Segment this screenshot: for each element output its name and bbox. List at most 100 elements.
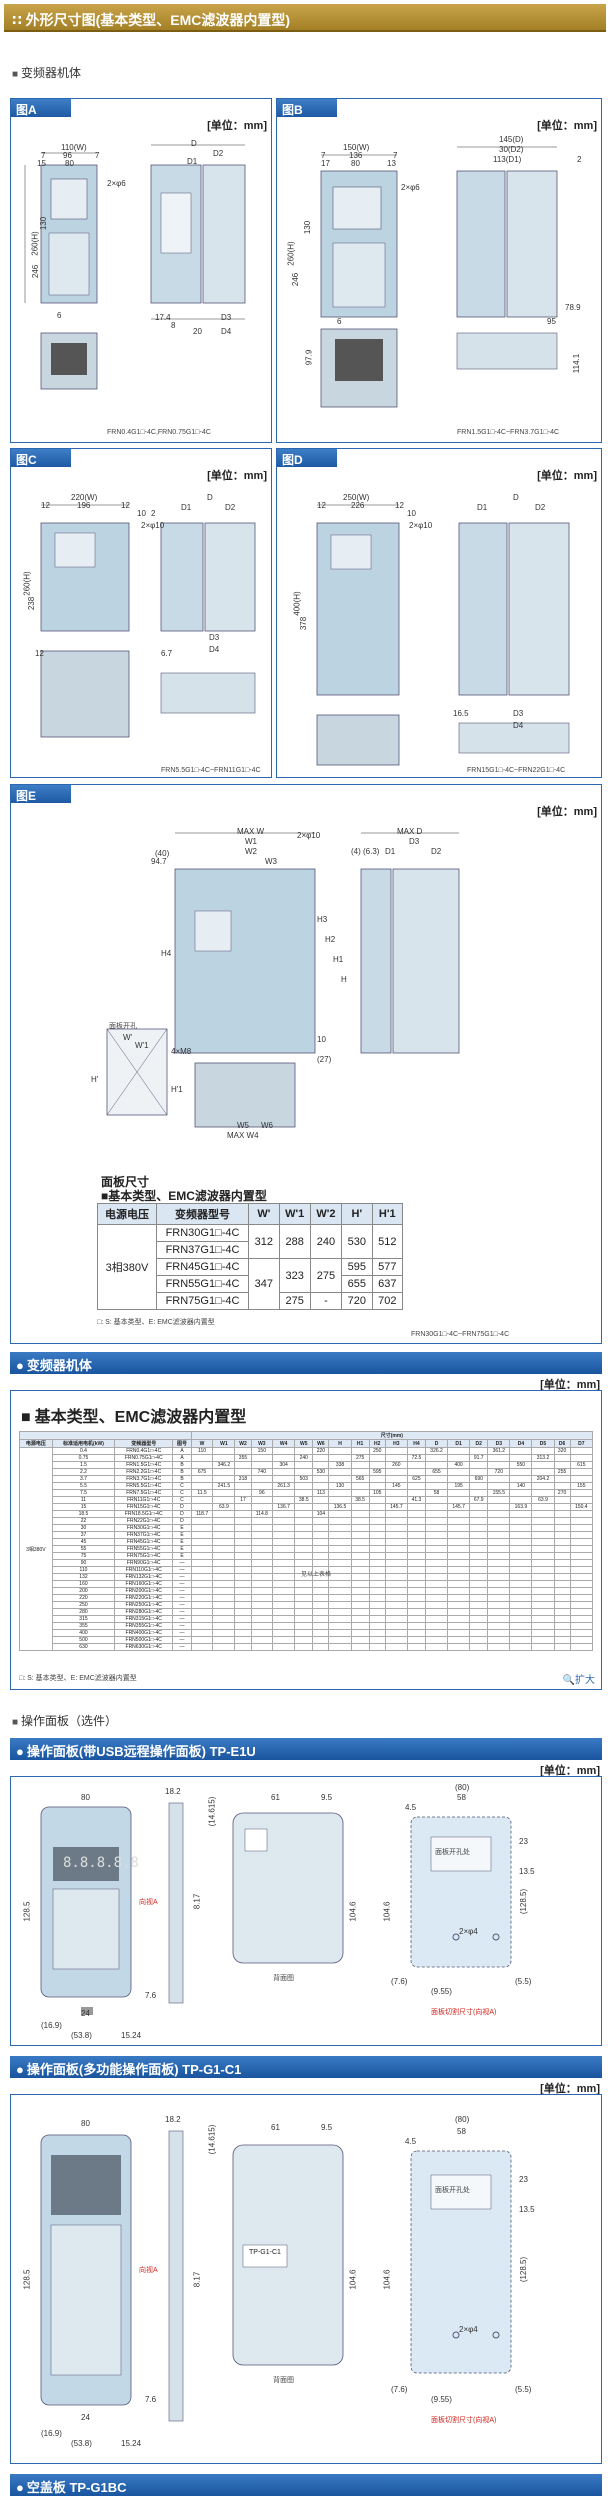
dim-cell: 675: [190, 1468, 214, 1476]
p2-dim-95: 9.5: [321, 2123, 333, 2132]
dim-cell: [350, 1559, 370, 1567]
fig-cell: B: [172, 1468, 192, 1476]
dim-cell: [531, 1608, 555, 1616]
figure-d-drawing: [316, 504, 570, 766]
dim-cell: [272, 1468, 296, 1476]
dim-cell: [234, 1594, 252, 1602]
figure-b: 图B [单位：mm] 150(W) 7 136 7 17 80 13 145(D…: [276, 98, 602, 443]
fig-cell: E: [172, 1524, 192, 1532]
dim-cell: [328, 1524, 352, 1532]
dim-cell: [190, 1573, 214, 1581]
inverter-col-header: 图号: [172, 1439, 192, 1448]
dim-cell: 58: [425, 1489, 449, 1497]
inverter-col-header: W6: [312, 1439, 330, 1448]
dim-cell: [384, 1468, 408, 1476]
dim-cell: [272, 1594, 296, 1602]
dim-cell: [469, 1531, 489, 1539]
dim-cell: [569, 1566, 594, 1574]
inverter-section-bar: 变频器机体: [10, 1352, 602, 1374]
fig-e-panel-cut: 面板开孔: [109, 1023, 137, 1030]
dim-cell: [328, 1601, 352, 1609]
dim-cell: [312, 1531, 330, 1539]
dim-cell: [425, 1517, 449, 1525]
fig-d-dim-h1: 378: [299, 616, 309, 631]
dim-cell: [447, 1447, 471, 1455]
dim-cell: [250, 1643, 274, 1651]
dim-cell: [328, 1580, 352, 1588]
dim-cell: [531, 1587, 555, 1595]
dim-cell: [328, 1496, 352, 1504]
dim-cell: [350, 1566, 370, 1574]
dim-cell: [406, 1510, 427, 1518]
dim-cell: [509, 1447, 533, 1455]
fig-a-dim-80: 80: [65, 159, 74, 168]
dim-cell: [487, 1587, 511, 1595]
dim-cell: [368, 1559, 386, 1567]
dim-cell: [312, 1636, 330, 1644]
dim-cell: [425, 1594, 449, 1602]
dim-cell: [234, 1559, 252, 1567]
dim-cell: [487, 1461, 511, 1469]
cell: 347: [248, 1258, 280, 1310]
dim-cell: [569, 1580, 594, 1588]
fig-a-dim-7: 7: [41, 151, 46, 160]
dim-cell: 241.5: [212, 1482, 236, 1490]
fig-cell: E: [172, 1531, 192, 1539]
dim-cell: [425, 1503, 449, 1511]
dim-cell: [531, 1559, 555, 1567]
dim-cell: [569, 1475, 594, 1483]
model-cell: FRN75G1□-4C: [114, 1552, 174, 1560]
dim-cell: [406, 1601, 427, 1609]
dim-cell: [350, 1636, 370, 1644]
dim-cell: [272, 1566, 296, 1574]
dim-cell: [368, 1496, 386, 1504]
dim-cell: [250, 1517, 274, 1525]
fig-a-dim-d1: D1: [187, 157, 198, 166]
dim-cell: [447, 1517, 471, 1525]
dim-cell: [250, 1594, 274, 1602]
dim-cell: [272, 1580, 296, 1588]
dim-cell: 17: [234, 1496, 252, 1504]
dim-cell: [553, 1587, 571, 1595]
fig-e-dim-947: 94.7: [151, 857, 167, 866]
fig-e-dim-maxw: MAX W: [237, 827, 265, 836]
fig-a-dim-h1: 246: [31, 264, 41, 279]
dim-cell: [350, 1524, 370, 1532]
expand-link[interactable]: 🔍扩大: [563, 1671, 595, 1686]
model-cell: FRN22G1□-4C: [114, 1517, 174, 1525]
dim-cell: [350, 1594, 370, 1602]
dim-cell: [250, 1622, 274, 1630]
dim-cell: [234, 1587, 252, 1595]
inverter-col-header: D2: [469, 1439, 489, 1448]
fig-cell: —: [172, 1559, 192, 1567]
figure-c-drawing: [40, 504, 256, 738]
dim-cell: [406, 1545, 427, 1553]
dim-cell: [312, 1622, 330, 1630]
fig-cell: —: [172, 1643, 192, 1651]
fig-cell: D: [172, 1503, 192, 1511]
dim-cell: [368, 1643, 386, 1651]
dim-cell: [350, 1615, 370, 1623]
model-cell: FRN55G1□-4C: [114, 1545, 174, 1553]
fig-e-dim-10: 10: [317, 1035, 326, 1044]
p1-dim-76b: (7.6): [391, 1977, 408, 1986]
inverter-col-header: W4: [272, 1439, 296, 1448]
model-cell: FRN250G1□-4C: [114, 1601, 174, 1609]
dim-cell: [328, 1489, 352, 1497]
model-cell: FRN45G1□-4C: [155, 1258, 250, 1276]
dim-cell: [234, 1538, 252, 1546]
dim-cell: 503: [294, 1475, 314, 1483]
inverter-body-label: 变频器机体: [12, 64, 81, 81]
dim-cell: [212, 1475, 236, 1483]
dim-cell: [406, 1587, 427, 1595]
fig-cell: —: [172, 1622, 192, 1630]
dim-cell: [425, 1587, 449, 1595]
p1-dim-45: 4.5: [405, 1803, 417, 1812]
dim-cell: [350, 1622, 370, 1630]
